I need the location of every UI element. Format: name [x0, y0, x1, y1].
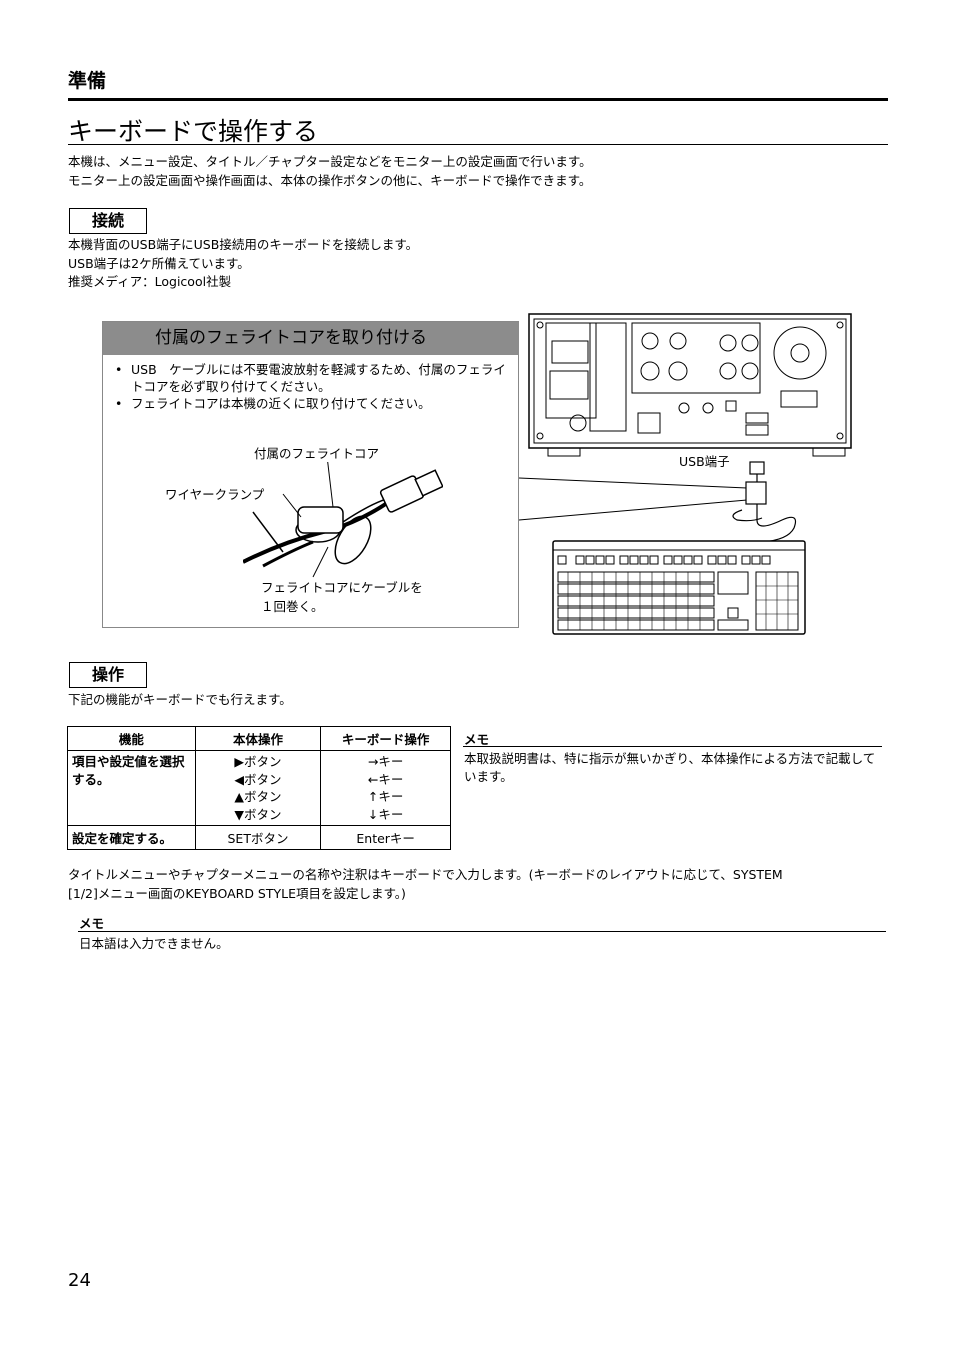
key-op: ↑キー — [367, 789, 404, 804]
paragraph-line: [1/2]メニュー画面のKEYBOARD STYLE項目を設定します。) — [68, 885, 406, 901]
key-op: ↓キー — [367, 806, 404, 822]
callout-lines — [519, 477, 748, 521]
section-title: 準備 — [68, 70, 107, 92]
label-wind: フェライトコアにケーブルを １回巻く。 — [261, 579, 423, 616]
col-keyboard: キーボード操作 — [320, 726, 451, 751]
cell-keyboard: Enterキー — [320, 825, 451, 850]
connect-line: USB端子は2ケ所備えています。 — [68, 255, 250, 271]
label-wind-line: フェライトコアにケーブルを — [261, 580, 423, 595]
table-header-row: 機能 本体操作 キーボード操作 — [67, 726, 451, 751]
bullet-text: フェライトコアは本機の近くに取り付けてください。 — [131, 396, 431, 411]
connect-line: 推奨メディア：Logicool社製 — [68, 274, 232, 289]
ferrite-heading: 付属のフェライトコアを取り付ける — [103, 322, 519, 355]
memo-label: メモ — [464, 732, 490, 747]
cell-unit: SETボタン — [194, 825, 322, 850]
cell-unit: ▶ボタン ◀ボタン ▲ボタン ▼ボタン — [194, 750, 322, 826]
connect-heading: 接続 — [69, 208, 147, 234]
col-function: 機能 — [67, 726, 196, 751]
key-op: →キー — [367, 754, 404, 769]
bullet-item: •フェライトコアは本機の近くに取り付けてください。 — [115, 396, 431, 411]
section-rule — [68, 98, 888, 101]
unit-op: ▶ボタン — [234, 754, 282, 769]
usb-port-label: USB端子 — [679, 454, 730, 469]
unit-op: ▲ボタン — [234, 789, 282, 804]
page-number: 24 — [68, 1270, 91, 1291]
memo-rule — [463, 746, 882, 747]
operation-heading: 操作 — [69, 662, 147, 688]
label-ferrite-core: 付属のフェライトコア — [254, 446, 380, 461]
operation-intro: 下記の機能がキーボードでも行えます。 — [68, 692, 292, 707]
table-row: 設定を確定する。 SETボタン Enterキー — [67, 825, 451, 850]
connect-text: 本機背面のUSB端子にUSB接続用のキーボードを接続します。 USB端子は2ケ所… — [68, 236, 418, 292]
usb-cable — [732, 461, 797, 555]
memo-label: メモ — [79, 916, 105, 931]
ferrite-illustration — [243, 462, 443, 578]
memo-text: 本取扱説明書は、特に指示が無いかぎり、本体操作による方法で記載しています。 — [464, 751, 876, 784]
intro-line: 本機は、メニュー設定、タイトル／チャプター設定などをモニター上の設定画面で行いま… — [68, 154, 592, 169]
bullet-text: USB ケーブルには不要電波放射を軽減するため、付属のフェライトコアを必ず取り付… — [131, 362, 506, 394]
cell-function: 項目や設定値を選択する。 — [67, 750, 196, 826]
connect-line: 本機背面のUSB端子にUSB接続用のキーボードを接続します。 — [68, 237, 419, 252]
ferrite-bullets: •USB ケーブルには不要電波放射を軽減するため、付属のフェライトコアを必ず取り… — [115, 361, 510, 412]
table-row: 項目や設定値を選択する。 ▶ボタン ◀ボタン ▲ボタン ▼ボタン →キー ←キー… — [67, 750, 451, 826]
ferrite-inset: 付属のフェライトコアを取り付ける •USB ケーブルには不要電波放射を軽減するた… — [102, 321, 519, 628]
memo-text: 日本語は入力できません。 — [79, 936, 229, 951]
paragraph-line: タイトルメニューやチャプターメニューの名称や注釈はキーボードで入力します。(キー… — [68, 867, 783, 882]
label-wind-line: １回巻く。 — [261, 598, 324, 614]
col-unit: 本体操作 — [194, 726, 322, 751]
intro-text: 本機は、メニュー設定、タイトル／チャプター設定などをモニター上の設定画面で行いま… — [68, 153, 592, 190]
key-op: ←キー — [367, 771, 404, 787]
device-rear-panel — [528, 313, 852, 457]
memo-rule — [78, 931, 886, 932]
intro-line: モニター上の設定画面や操作画面は、本体の操作ボタンの他に、キーボードで操作できま… — [68, 172, 592, 188]
operation-table: 機能 本体操作 キーボード操作 項目や設定値を選択する。 ▶ボタン ◀ボタン ▲… — [67, 726, 451, 850]
cell-keyboard: →キー ←キー ↑キー ↓キー — [320, 750, 451, 826]
page-title: キーボードで操作する — [68, 117, 319, 146]
unit-op: ◀ボタン — [234, 771, 282, 787]
title-rule — [68, 144, 888, 145]
label-wire-clamp: ワイヤークランプ — [165, 487, 265, 502]
unit-op: ▼ボタン — [234, 806, 282, 822]
bullet-item: •USB ケーブルには不要電波放射を軽減するため、付属のフェライトコアを必ず取り… — [115, 361, 510, 395]
keyboard-illustration — [552, 540, 806, 635]
keyboard-input-paragraph: タイトルメニューやチャプターメニューの名称や注釈はキーボードで入力します。(キー… — [68, 866, 783, 903]
cell-function: 設定を確定する。 — [67, 825, 196, 850]
